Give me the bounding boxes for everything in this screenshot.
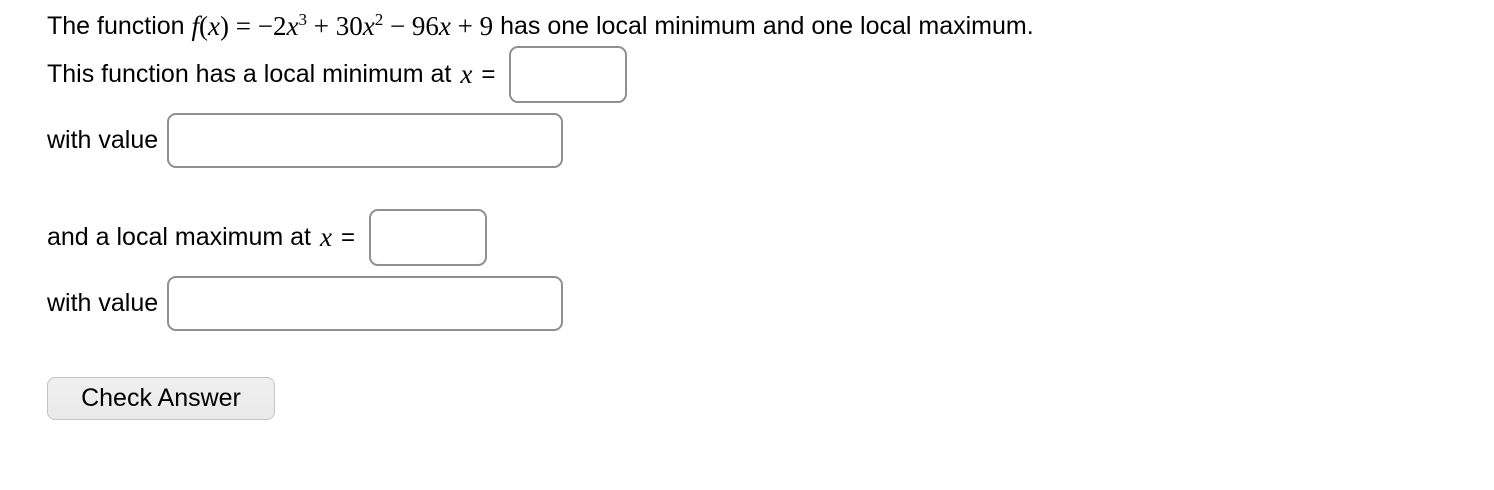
- problem-statement: The function f(x) = −2x3 + 30x2 − 96x + …: [47, 6, 1494, 46]
- local-max-x-input[interactable]: [369, 209, 488, 266]
- local-min-x-row: This function has a local minimum at x =: [47, 46, 1494, 103]
- local-max-label: and a local maximum at: [47, 223, 312, 251]
- check-answer-button[interactable]: Check Answer: [47, 377, 275, 420]
- equals-sign: =: [341, 223, 356, 251]
- local-min-value-row: with value: [47, 113, 1494, 168]
- var-x: x: [460, 59, 473, 89]
- local-max-x-row: and a local maximum at x =: [47, 209, 1494, 266]
- local-max-value-input[interactable]: [167, 276, 564, 331]
- problem-content: The function f(x) = −2x3 + 30x2 − 96x + …: [47, 6, 1494, 420]
- exponent-3: 3: [298, 9, 307, 29]
- exponent-2: 2: [374, 9, 384, 29]
- with-value-label: with value: [47, 289, 159, 317]
- local-min-x-input[interactable]: [509, 46, 628, 103]
- statement-prefix: The function: [47, 11, 192, 40]
- function-formula: f(x) = −2x3 + 30x2 − 96x + 9: [191, 9, 494, 41]
- with-value-label: with value: [47, 126, 159, 154]
- local-min-label: This function has a local minimum at: [47, 60, 452, 88]
- local-min-value-input[interactable]: [167, 113, 564, 168]
- var-x: x: [320, 222, 332, 252]
- equals-sign: =: [481, 60, 496, 88]
- button-row: Check Answer: [47, 377, 1494, 420]
- local-max-value-row: with value: [47, 276, 1494, 331]
- statement-suffix: has one local minimum and one local maxi…: [493, 11, 1034, 40]
